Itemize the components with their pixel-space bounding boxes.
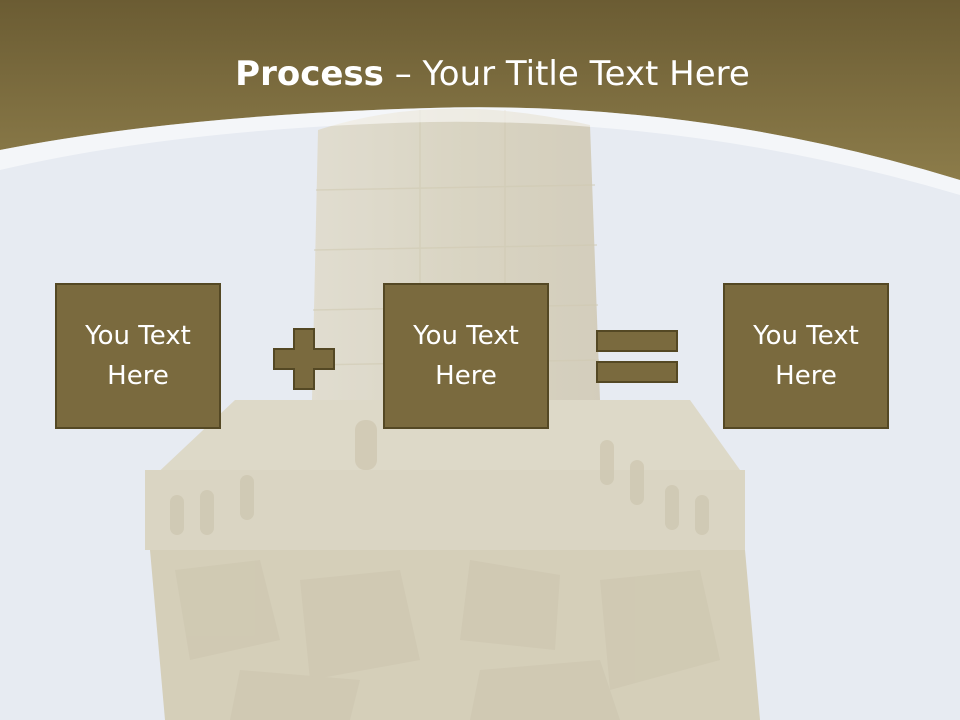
process-box-2-label: You Text Here [413,321,519,391]
process-box-3-label: You Text Here [753,321,859,391]
title-bold: Process [235,54,384,94]
plus-icon [273,328,335,390]
header-banner [0,0,960,195]
process-box-2: You Text Here [383,283,549,429]
equals-icon [596,330,678,383]
process-box-3: You Text Here [723,283,889,429]
process-box-1-label: You Text Here [85,321,191,391]
process-box-1: You Text Here [55,283,221,429]
title-separator: – [383,54,423,94]
slide-title: Process – Your Title Text Here [0,52,960,96]
title-rest: Your Title Text Here [422,54,750,94]
